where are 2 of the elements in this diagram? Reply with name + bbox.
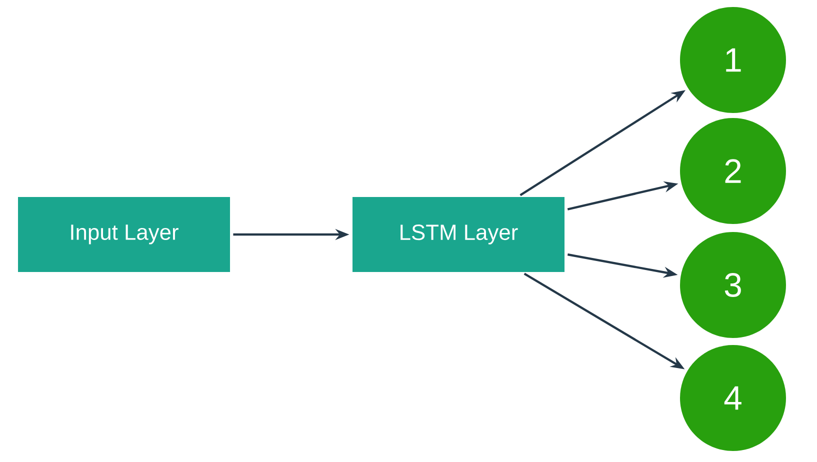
layer-box: Input Layer	[18, 197, 230, 272]
layer-box: LSTM Layer	[352, 197, 564, 272]
